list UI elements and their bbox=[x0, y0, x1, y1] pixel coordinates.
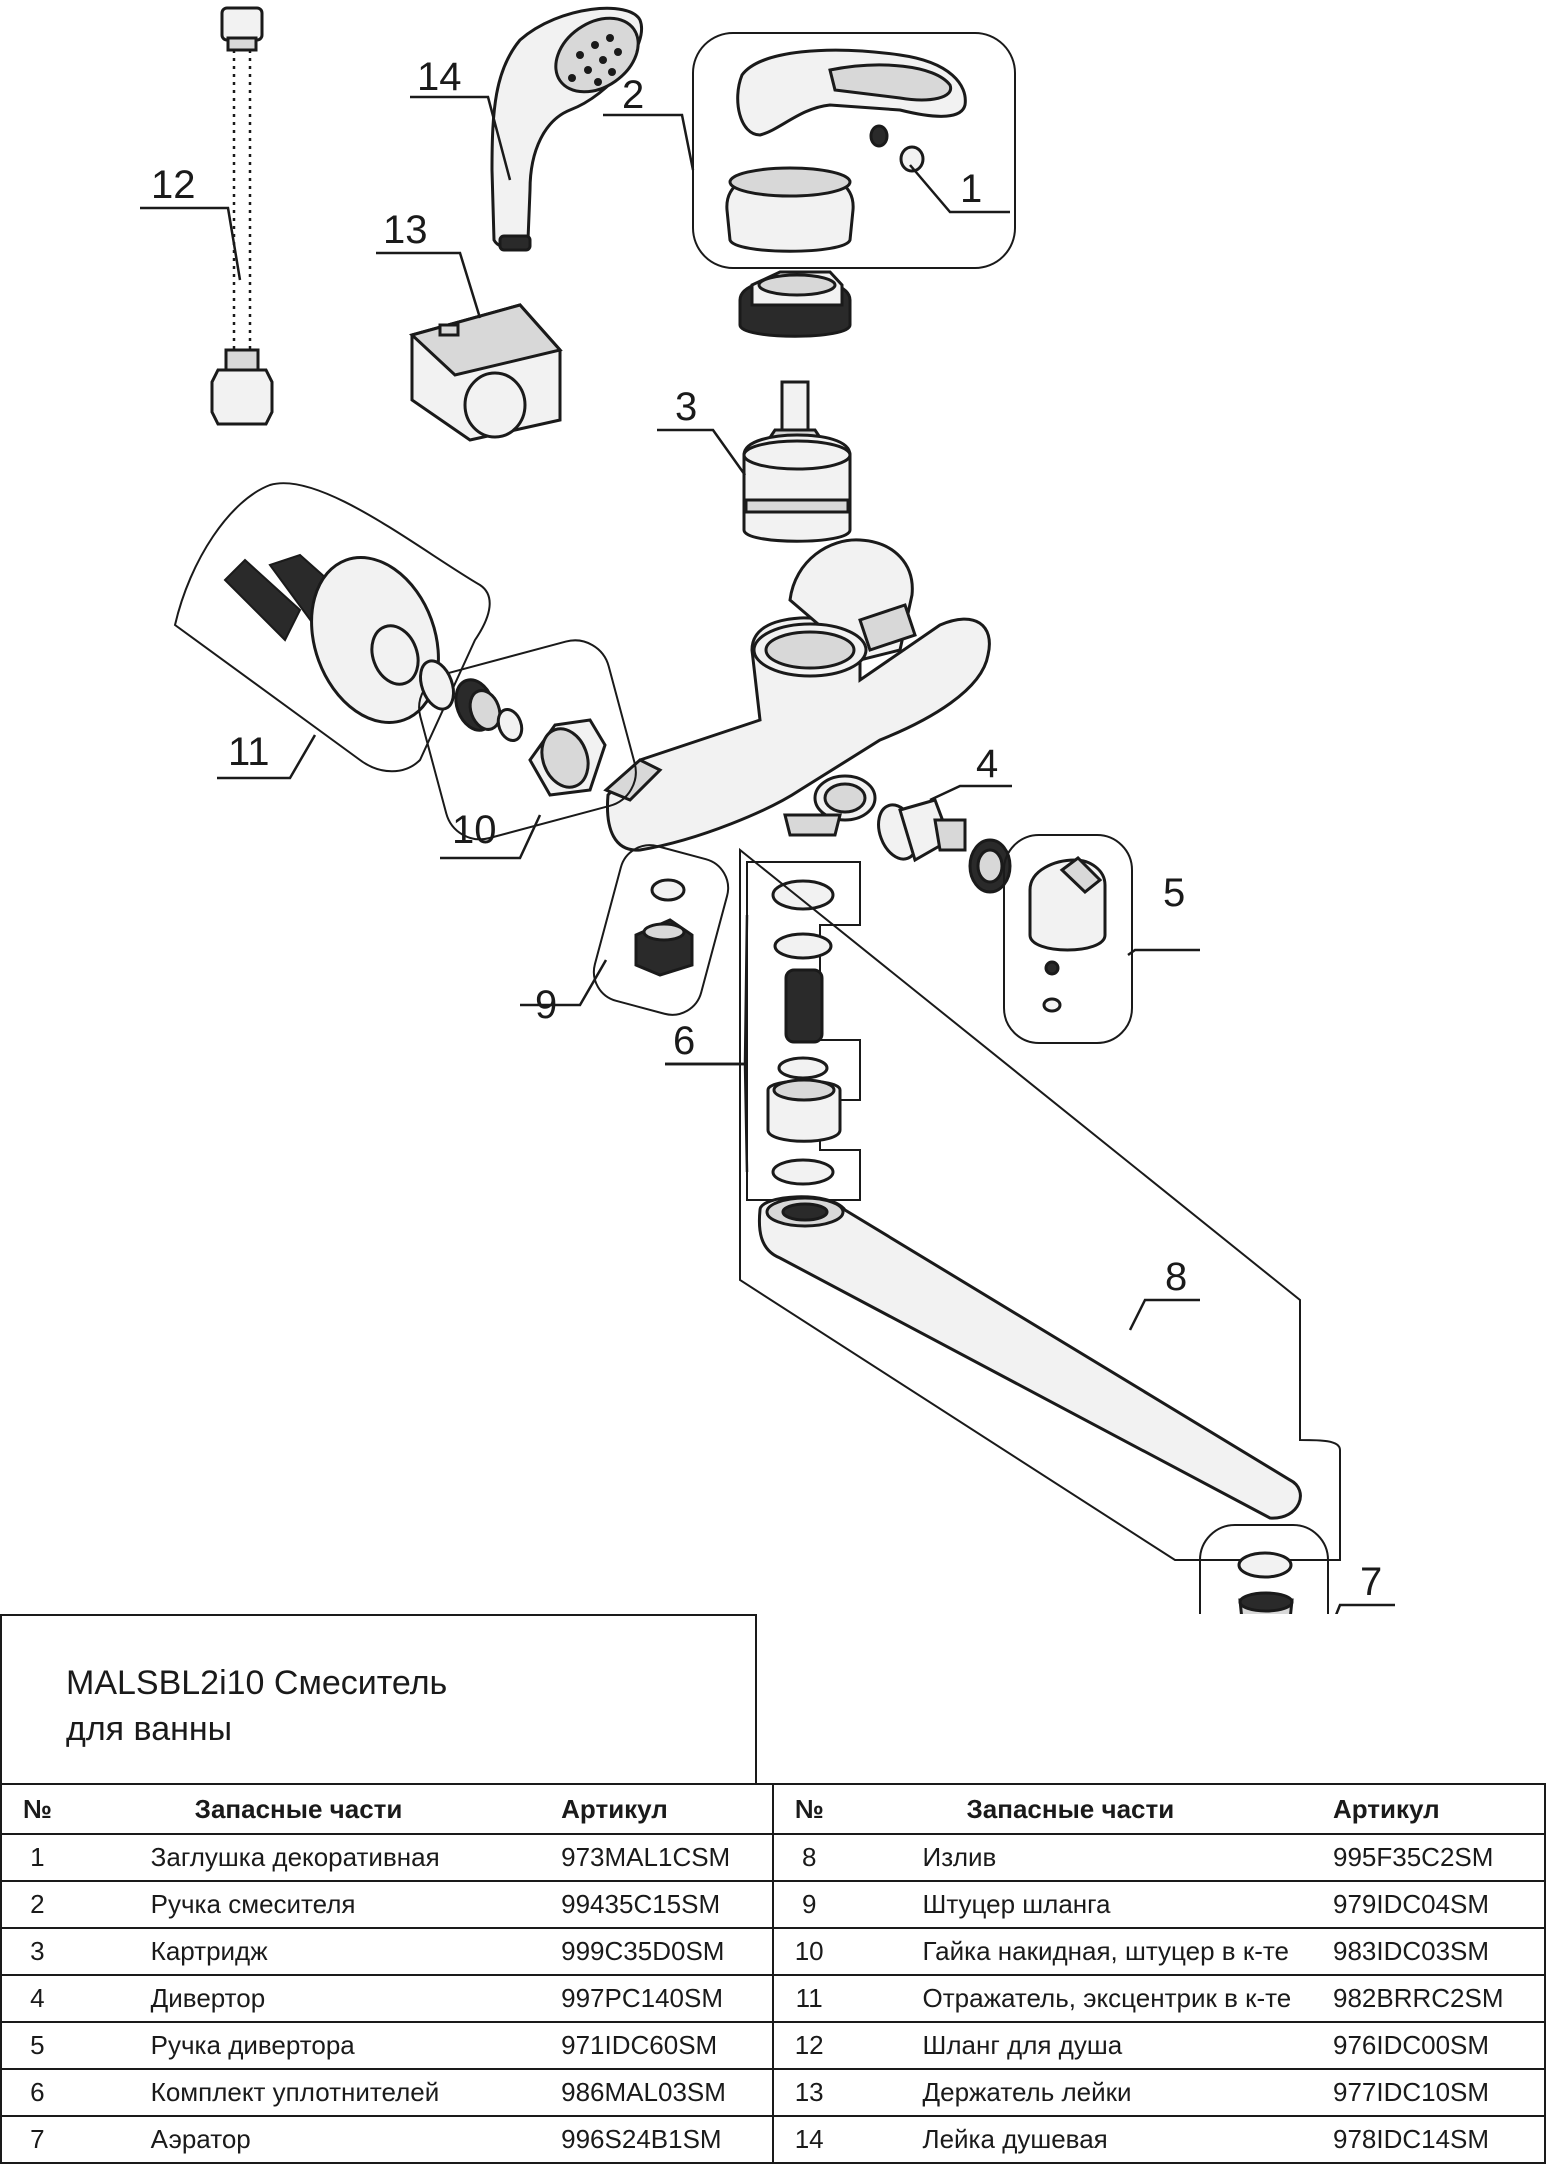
row-num: 9 bbox=[771, 1881, 845, 1929]
row-article: 983IDC03SM bbox=[1324, 1928, 1545, 1976]
row-name: Держатель лейки bbox=[844, 2069, 1325, 2117]
row-name: Излив bbox=[844, 1834, 1325, 1882]
callout-8: 8 bbox=[1165, 1255, 1187, 1299]
row-name: Ручка дивертора bbox=[72, 2022, 554, 2070]
title-line-2: для ванны bbox=[66, 1710, 233, 1748]
callout-3: 3 bbox=[675, 385, 697, 429]
row-num: 5 bbox=[1, 2022, 73, 2070]
row-num: 1 bbox=[1, 1834, 73, 1882]
row-article: 996S24B1SM bbox=[553, 2116, 773, 2164]
seal-kit-part bbox=[746, 861, 861, 1201]
row-name: Гайка накидная, штуцер в к-те bbox=[844, 1928, 1325, 1976]
row-num: 2 bbox=[1, 1881, 73, 1929]
row-name: Лейка душевая bbox=[844, 2116, 1325, 2164]
row-article: 99435C15SM bbox=[553, 1881, 773, 1929]
row-num: 3 bbox=[1, 1928, 73, 1976]
title-line-1: MALSBL2i10 Смеситель bbox=[66, 1664, 448, 1702]
row-name: Заглушка декоративная bbox=[72, 1834, 554, 1882]
cartridge-part bbox=[742, 380, 852, 543]
shower-hose-part bbox=[210, 6, 274, 426]
callout-6: 6 bbox=[673, 1019, 695, 1063]
header-name: Запасные части bbox=[72, 1784, 554, 1835]
header-article: Артикул bbox=[1324, 1784, 1545, 1835]
callout-2: 2 bbox=[622, 73, 644, 117]
row-article: 999C35D0SM bbox=[553, 1928, 773, 1976]
row-name: Комплект уплотнителей bbox=[72, 2069, 554, 2117]
table-row: 2 Ручка смесителя 99435C15SM 9 Штуцер шл… bbox=[1, 1881, 1545, 1929]
mixer-body-part bbox=[603, 538, 991, 852]
row-article: 995F35C2SM bbox=[1324, 1834, 1545, 1882]
row-name: Дивертор bbox=[72, 1975, 554, 2023]
table-row: 6 Комплект уплотнителей 986MAL03SM 13 Де… bbox=[1, 2069, 1545, 2117]
row-article: 973MAL1CSM bbox=[553, 1834, 773, 1882]
exploded-view-diagram: 12 14 13 2 1 3 4 5 6 7 8 9 10 11 bbox=[140, 6, 1395, 1614]
title-box: MALSBL2i10 Смеситель для ванны bbox=[0, 1614, 757, 1784]
callout-9: 9 bbox=[535, 983, 557, 1027]
callout-7: 7 bbox=[1360, 1560, 1382, 1604]
row-article: 979IDC04SM bbox=[1324, 1881, 1545, 1929]
table-header-row: № Запасные части Артикул № Запасные част… bbox=[1, 1784, 1545, 1835]
spout-part bbox=[739, 847, 1341, 1561]
callout-12: 12 bbox=[151, 163, 196, 207]
header-num: № bbox=[771, 1784, 845, 1835]
eccentric-part bbox=[173, 482, 491, 773]
table-row: 4 Дивертор 997PC140SM 11 Отражатель, экс… bbox=[1, 1975, 1545, 2023]
table-row: 5 Ручка дивертора 971IDC60SM 12 Шланг дл… bbox=[1, 2022, 1545, 2070]
header-num: № bbox=[1, 1784, 73, 1835]
header-article: Артикул bbox=[553, 1784, 773, 1835]
row-num: 6 bbox=[1, 2069, 73, 2117]
header-name: Запасные части bbox=[844, 1784, 1325, 1835]
row-name: Отражатель, эксцентрик в к-те bbox=[844, 1975, 1325, 2023]
callout-4: 4 bbox=[976, 742, 998, 786]
row-name: Штуцер шланга bbox=[844, 1881, 1325, 1929]
row-article: 986MAL03SM bbox=[553, 2069, 773, 2117]
callout-1: 1 bbox=[960, 167, 982, 211]
row-num: 7 bbox=[1, 2116, 73, 2164]
diverter-handle-part bbox=[1003, 834, 1133, 1044]
cartridge-nut-part bbox=[738, 270, 852, 338]
row-num: 13 bbox=[771, 2069, 845, 2117]
callout-11: 11 bbox=[228, 730, 270, 774]
callout-10: 10 bbox=[452, 808, 497, 852]
hand-shower-part bbox=[490, 6, 643, 252]
row-num: 14 bbox=[771, 2116, 845, 2164]
union-nut-part bbox=[418, 639, 637, 841]
row-article: 976IDC00SM bbox=[1324, 2022, 1545, 2070]
row-name: Аэратор bbox=[72, 2116, 554, 2164]
leader-lines bbox=[140, 95, 1395, 1614]
diverter-part bbox=[877, 798, 1012, 894]
table-row: 1 Заглушка декоративная 973MAL1CSM 8 Изл… bbox=[1, 1834, 1545, 1882]
row-num: 4 bbox=[1, 1975, 73, 2023]
table-row: 7 Аэратор 996S24B1SM 14 Лейка душевая 97… bbox=[1, 2116, 1545, 2164]
row-article: 997PC140SM bbox=[553, 1975, 773, 2023]
callout-14: 14 bbox=[417, 55, 462, 99]
row-num: 11 bbox=[771, 1975, 845, 2023]
row-name: Ручка смесителя bbox=[72, 1881, 554, 1929]
table-row: 3 Картридж 999C35D0SM 10 Гайка накидная,… bbox=[1, 1928, 1545, 1976]
shower-holder-part bbox=[409, 303, 563, 442]
aerator-part bbox=[1199, 1524, 1329, 1614]
spare-parts-table: № Запасные части Артикул № Запасные част… bbox=[0, 1783, 1546, 2164]
row-name: Шланг для душа bbox=[844, 2022, 1325, 2070]
product-title: MALSBL2i10 Смеситель для ванны bbox=[66, 1660, 666, 1752]
row-article: 978IDC14SM bbox=[1324, 2116, 1545, 2164]
callout-5: 5 bbox=[1163, 871, 1185, 915]
row-article: 982BRRC2SM bbox=[1324, 1975, 1545, 2023]
row-article: 971IDC60SM bbox=[553, 2022, 773, 2070]
hose-fitting-part bbox=[592, 844, 730, 1016]
mixer-handle-part bbox=[692, 32, 1016, 269]
callout-13: 13 bbox=[383, 208, 428, 252]
row-num: 10 bbox=[771, 1928, 845, 1976]
row-article: 977IDC10SM bbox=[1324, 2069, 1545, 2117]
row-num: 8 bbox=[771, 1834, 845, 1882]
row-name: Картридж bbox=[72, 1928, 554, 1976]
row-num: 12 bbox=[771, 2022, 845, 2070]
